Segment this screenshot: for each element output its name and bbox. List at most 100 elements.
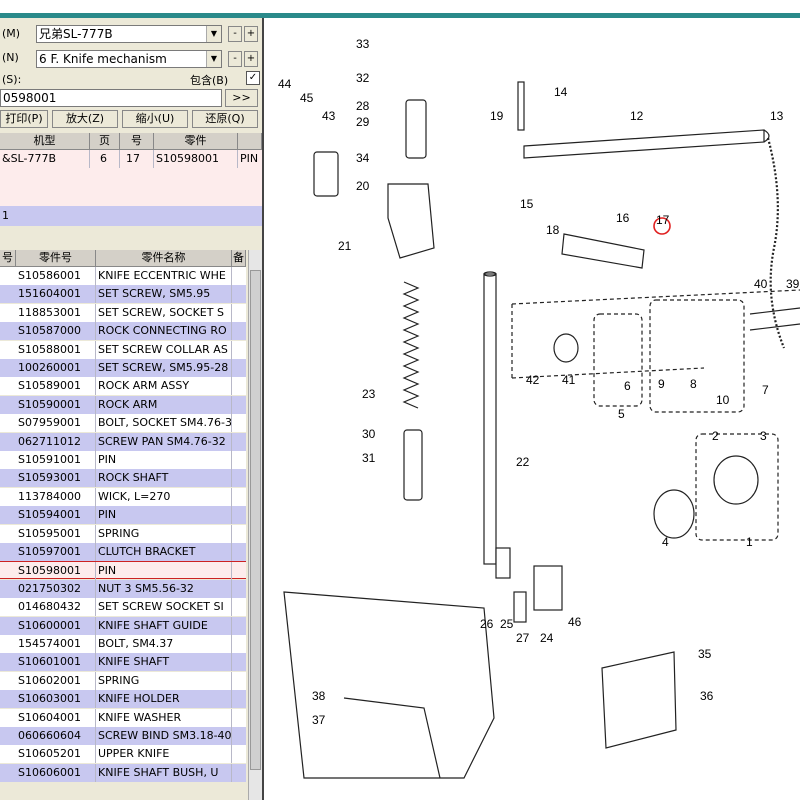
- part-callout-17[interactable]: 17: [656, 213, 670, 227]
- go-button[interactable]: >>: [225, 89, 258, 107]
- print-button[interactable]: 打印(P): [0, 110, 48, 128]
- part-callout-16[interactable]: 16: [616, 211, 630, 225]
- result-header-part[interactable]: 零件: [154, 133, 238, 150]
- result-header-model[interactable]: 机型: [0, 133, 90, 150]
- parts-header-number[interactable]: 号: [0, 250, 16, 267]
- part-callout-7[interactable]: 7: [762, 383, 769, 397]
- part-callout-19[interactable]: 19: [490, 109, 504, 123]
- model-select[interactable]: 兄弟SL-777B ▼: [36, 25, 222, 43]
- part-callout-12[interactable]: 12: [630, 109, 644, 123]
- part-callout-45[interactable]: 45: [300, 91, 314, 105]
- model-minus-button[interactable]: -: [228, 26, 242, 42]
- part-callout-8[interactable]: 8: [690, 377, 697, 391]
- part-callout-32[interactable]: 32: [356, 71, 370, 85]
- part-callout-9[interactable]: 9: [658, 377, 665, 391]
- part-callout-1[interactable]: 1: [746, 535, 753, 549]
- page-select[interactable]: 6 F. Knife mechanism ▼: [36, 50, 222, 68]
- parts-header-part-name[interactable]: 零件名称: [96, 250, 232, 267]
- chevron-down-icon[interactable]: ▼: [206, 26, 221, 42]
- part-callout-4[interactable]: 4: [662, 535, 669, 549]
- part-callout-23[interactable]: 23: [362, 387, 376, 401]
- part-callout-13[interactable]: 13: [770, 109, 784, 123]
- part-callout-37[interactable]: 37: [312, 713, 326, 727]
- part-callout-25[interactable]: 25: [500, 617, 514, 631]
- part-callout-39[interactable]: 39: [786, 277, 800, 291]
- model-plus-button[interactable]: +: [244, 26, 258, 42]
- part-callout-43[interactable]: 43: [322, 109, 336, 123]
- contain-checkbox[interactable]: ✓: [246, 71, 260, 85]
- part-callout-31[interactable]: 31: [362, 451, 376, 465]
- part-callout-46[interactable]: 46: [568, 615, 582, 629]
- part-callout-24[interactable]: 24: [540, 631, 554, 645]
- part-number-input[interactable]: 0598001: [0, 89, 222, 107]
- part-callout-41[interactable]: 41: [562, 373, 576, 387]
- part-callout-15[interactable]: 15: [520, 197, 534, 211]
- zoom-in-button[interactable]: 放大(Z): [52, 110, 118, 128]
- result-header-extra[interactable]: [238, 133, 262, 150]
- parts-header-note[interactable]: 备: [232, 250, 246, 267]
- part-callout-3[interactable]: 3: [760, 429, 767, 443]
- part-callout-21[interactable]: 21: [338, 239, 352, 253]
- page-minus-button[interactable]: -: [228, 51, 242, 67]
- part-callout-42[interactable]: 42: [526, 373, 540, 387]
- part-callout-18[interactable]: 18: [546, 223, 560, 237]
- page-band[interactable]: 1: [0, 206, 262, 226]
- part-callout-10[interactable]: 10: [716, 393, 730, 407]
- restore-button[interactable]: 还原(Q): [192, 110, 258, 128]
- page-plus-button[interactable]: +: [244, 51, 258, 67]
- part-callout-36[interactable]: 36: [700, 689, 714, 703]
- part-callout-20[interactable]: 20: [356, 179, 370, 193]
- parts-header-part-no[interactable]: 零件号: [16, 250, 96, 267]
- result-header-page[interactable]: 页: [90, 133, 120, 150]
- part-callout-26[interactable]: 26: [480, 617, 494, 631]
- part-callout-28[interactable]: 28: [356, 99, 370, 113]
- part-callout-40[interactable]: 40: [754, 277, 768, 291]
- zoom-out-button[interactable]: 缩小(U): [122, 110, 188, 128]
- part-callout-35[interactable]: 35: [698, 647, 712, 661]
- part-callout-38[interactable]: 38: [312, 689, 326, 703]
- scrollbar-thumb[interactable]: [250, 270, 261, 770]
- parts-scrollbar[interactable]: [248, 250, 262, 800]
- part-callout-33[interactable]: 33: [356, 37, 370, 51]
- part-callout-27[interactable]: 27: [516, 631, 530, 645]
- part-callout-29[interactable]: 29: [356, 115, 370, 129]
- chevron-down-icon[interactable]: ▼: [206, 51, 221, 67]
- part-callout-2[interactable]: 2: [712, 429, 719, 443]
- part-callout-34[interactable]: 34: [356, 151, 370, 165]
- result-header-number[interactable]: 号: [120, 133, 154, 150]
- part-callout-30[interactable]: 30: [362, 427, 376, 441]
- part-callout-14[interactable]: 14: [554, 85, 568, 99]
- result-row[interactable]: &SL-777B 6 17 S10598001 PIN: [0, 150, 262, 169]
- part-callout-5[interactable]: 5: [618, 407, 625, 421]
